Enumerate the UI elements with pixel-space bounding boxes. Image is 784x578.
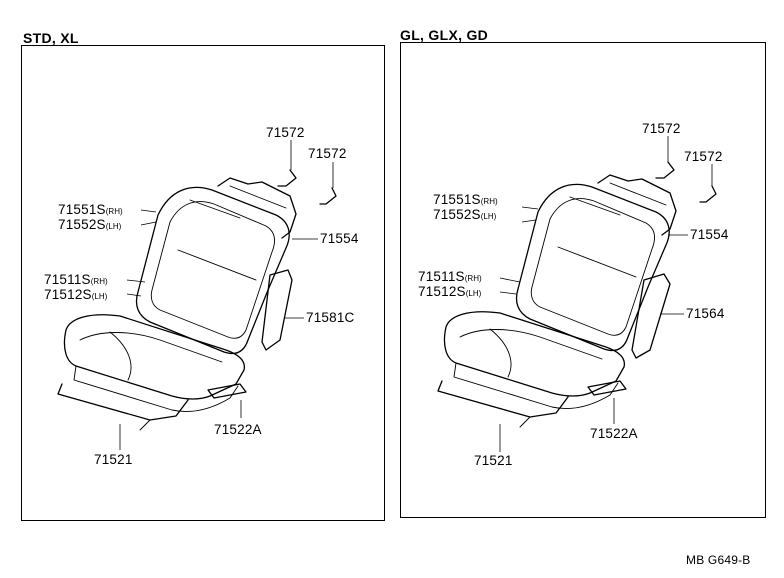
- left-label-cushion-cover-lh-number: 71512S: [44, 287, 92, 302]
- left-label-clip-a: 71572: [266, 125, 305, 140]
- right-label-cushion-plate: 71521: [474, 453, 513, 468]
- right-label-clip-b: 71572: [684, 149, 723, 164]
- left-label-cushion-cover-lh: 71512S(LH): [44, 288, 107, 304]
- right-label-cushion-cover-lh-number: 71512S: [418, 284, 466, 299]
- left-label-headrest-cover: 71554: [320, 231, 359, 246]
- right-label-back-cover-lh-suffix: (LH): [480, 212, 497, 221]
- right-label-back-cover-rh-suffix: (RH): [480, 197, 498, 206]
- left-panel-frame: [21, 45, 385, 521]
- left-label-back-cover-rh-number: 71551S: [58, 202, 106, 217]
- right-label-clip-a: 71572: [642, 121, 681, 136]
- left-seat-drawing: [57, 140, 337, 450]
- left-label-side-pad: 71581C: [306, 310, 355, 325]
- left-label-cushion-plate: 71521: [94, 452, 133, 467]
- left-label-clip-b: 71572: [308, 146, 347, 161]
- left-label-cushion-cover-rh-number: 71511S: [44, 272, 91, 287]
- right-label-cushion-plate-lower: 71522A: [590, 426, 638, 441]
- right-label-side-pad: 71564: [686, 306, 725, 321]
- left-label-cushion-cover-rh-suffix: (RH): [90, 277, 108, 286]
- left-label-cushion-plate-lower: 71522A: [214, 422, 262, 437]
- right-label-headrest-cover: 71554: [690, 227, 729, 242]
- left-panel-title: STD, XL: [23, 30, 79, 46]
- right-seat-drawing: [437, 136, 717, 452]
- figure-code: MB G649-B: [686, 553, 751, 567]
- right-panel-title: GL, GLX, GD: [400, 27, 489, 43]
- left-label-back-cover-rh: 71551S(RH): [58, 203, 123, 219]
- right-label-cushion-cover-lh: 71512S(LH): [418, 285, 481, 301]
- left-label-back-cover-lh-suffix: (LH): [105, 222, 122, 231]
- left-label-back-cover-lh: 71552S(LH): [58, 218, 121, 234]
- left-label-cushion-cover-rh: 71511S(RH): [44, 273, 108, 289]
- left-label-back-cover-lh-number: 71552S: [58, 217, 106, 232]
- right-label-cushion-cover-rh: 71511S(RH): [418, 270, 482, 286]
- right-panel-frame: [400, 42, 766, 518]
- right-label-cushion-cover-lh-suffix: (LH): [465, 289, 482, 298]
- left-label-cushion-cover-lh-suffix: (LH): [91, 292, 108, 301]
- right-label-back-cover-rh-number: 71551S: [433, 192, 481, 207]
- right-label-back-cover-rh: 71551S(RH): [433, 193, 498, 209]
- right-label-cushion-cover-rh-number: 71511S: [418, 269, 465, 284]
- right-label-back-cover-lh: 71552S(LH): [433, 208, 496, 224]
- left-label-back-cover-rh-suffix: (RH): [105, 207, 123, 216]
- right-label-cushion-cover-rh-suffix: (RH): [464, 274, 482, 283]
- right-label-back-cover-lh-number: 71552S: [433, 207, 481, 222]
